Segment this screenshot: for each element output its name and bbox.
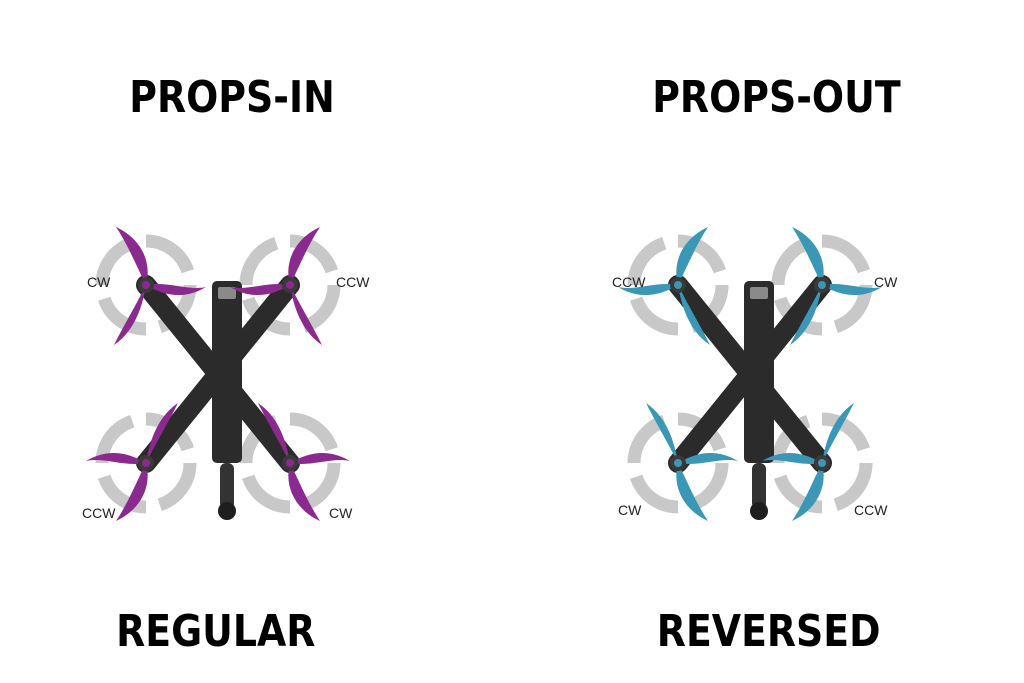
- direction-label-rear-right: CCW: [854, 502, 888, 518]
- direction-label-rear-left: CCW: [82, 505, 116, 521]
- direction-label-rear-right: CW: [329, 505, 353, 521]
- direction-label-front-left: CW: [87, 274, 111, 290]
- direction-label-rear-left: CW: [618, 502, 642, 518]
- propeller-rear-left: [86, 403, 178, 521]
- propeller-front-right: [230, 227, 322, 345]
- propeller-rear-right: [762, 403, 854, 521]
- regular-heading: REGULAR: [116, 606, 316, 657]
- rotation-arrows: [627, 234, 873, 514]
- props-out-heading: PROPS-OUT: [652, 72, 901, 123]
- propeller-front-left: [618, 227, 710, 345]
- props-in-quadcopter-diagram: CW CCW CCW CW: [82, 227, 370, 521]
- frame: [136, 275, 300, 520]
- propeller-rear-right: [258, 403, 350, 521]
- direction-label-front-right: CCW: [336, 274, 370, 290]
- propeller-front-left: [114, 227, 206, 345]
- propeller-rear-left: [646, 403, 738, 521]
- direction-label-front-right: CW: [874, 274, 898, 290]
- propeller-front-right: [790, 227, 882, 345]
- props-in-heading: PROPS-IN: [129, 72, 335, 123]
- rotation-arrows: [95, 234, 341, 514]
- frame: [668, 275, 832, 520]
- props-out-quadcopter-diagram: CCW CW CW CCW: [612, 227, 898, 521]
- direction-label-front-left: CCW: [612, 274, 646, 290]
- reversed-heading: REVERSED: [656, 606, 881, 657]
